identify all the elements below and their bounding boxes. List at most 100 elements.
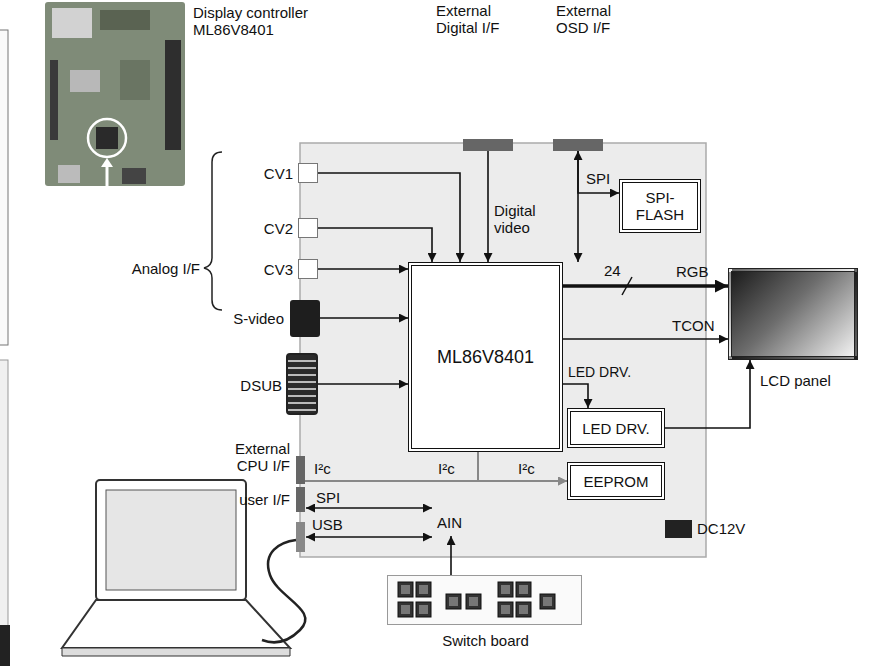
node-label: user I/F — [226, 491, 290, 508]
push-switch — [449, 597, 458, 606]
signal-name: I²c — [438, 460, 464, 477]
laptop-illustration — [62, 480, 305, 656]
board-photo — [45, 2, 185, 186]
signal-name: I²c — [314, 460, 340, 477]
signal-name: USB — [312, 516, 348, 533]
push-switch — [516, 582, 531, 597]
node-label: CV1 — [237, 165, 293, 182]
usb-connector — [296, 522, 305, 552]
usb-arrow — [306, 536, 432, 538]
signal-connector — [578, 151, 619, 193]
signal-connector — [318, 268, 408, 270]
dc-jack — [665, 520, 692, 538]
rca-jack: CV1 — [298, 163, 318, 183]
board-photo — [96, 127, 118, 149]
push-switch — [501, 585, 510, 594]
group-label: Analog I/F — [126, 260, 200, 277]
header-connector: External OSD I/F — [553, 139, 603, 151]
node-label: DSUB — [222, 377, 282, 394]
push-switch — [469, 597, 478, 606]
push-switch — [498, 582, 513, 597]
signal-connector — [320, 317, 408, 319]
push-switch — [419, 585, 428, 594]
cropped-panel — [0, 360, 8, 666]
laptop-illustration — [106, 490, 236, 590]
signal-connector — [665, 360, 750, 428]
node-label: External Digital I/F — [436, 2, 526, 36]
dsub-connector: DSUB — [286, 353, 318, 415]
user-spi-arrow — [306, 507, 432, 509]
push-switch — [446, 594, 461, 609]
header-connector: External CPU I/F — [296, 456, 305, 484]
signal-connector — [563, 384, 588, 408]
cropped-panel — [0, 30, 8, 345]
signal-connector — [563, 338, 728, 340]
push-switch — [401, 605, 410, 614]
push-switch — [519, 585, 528, 594]
driver-box: LED DRV. — [567, 408, 665, 448]
node-label: LCD panel — [760, 372, 860, 389]
board-photo — [100, 10, 150, 30]
edge-label: LED DRV. — [568, 364, 638, 381]
cropped-panel — [0, 30, 10, 666]
push-switch — [540, 594, 555, 609]
node-text: SPI- FLASH — [630, 189, 690, 223]
push-switch — [516, 602, 531, 617]
signal-connector — [563, 284, 728, 288]
board-photo — [122, 168, 146, 184]
push-switch — [398, 602, 413, 617]
ain-arrow — [450, 536, 452, 575]
board-photo — [88, 119, 126, 157]
push-switch — [501, 605, 510, 614]
signal-connector — [318, 228, 432, 262]
bus-width: 24 — [604, 262, 622, 279]
push-switch — [416, 582, 431, 597]
flash-box: SPI- FLASH — [619, 179, 701, 233]
laptop-illustration — [62, 600, 290, 648]
header-connector: External Digital I/F — [463, 139, 513, 151]
board-photo — [70, 70, 100, 92]
board-photo — [52, 8, 92, 38]
node-label: External OSD I/F — [556, 2, 644, 36]
s-video-jack: S-video — [290, 300, 320, 337]
signal-connector — [487, 151, 489, 262]
edge-label: RGB — [676, 263, 716, 280]
chip-box: ML86V8401 — [408, 262, 563, 452]
analog-brace — [204, 152, 222, 310]
board-photo — [120, 60, 150, 100]
push-switch — [398, 582, 413, 597]
push-switch — [519, 605, 528, 614]
part-caption: Display controller ML86V8401 — [193, 4, 328, 38]
switch-buttons — [388, 576, 581, 624]
push-switch — [466, 594, 481, 609]
signal-name: AIN — [437, 514, 471, 531]
board-photo — [50, 60, 58, 140]
rca-jack: CV3 — [298, 259, 318, 279]
signal-connector — [318, 383, 408, 385]
power-label: DC12V — [697, 520, 757, 537]
board-photo — [106, 164, 109, 186]
push-switch — [498, 602, 513, 617]
signal-connector — [318, 173, 460, 262]
cropped-panel — [0, 625, 10, 666]
edge-label: SPI — [586, 170, 616, 187]
push-switch — [401, 585, 410, 594]
header-connector: user I/F — [296, 487, 305, 512]
edge-label: TCON — [672, 317, 722, 334]
laptop-illustration — [262, 540, 305, 642]
push-switch — [543, 597, 552, 606]
board-photo — [58, 165, 80, 183]
board-photo — [101, 158, 113, 167]
signal-connector — [478, 452, 567, 481]
node-label: S-video — [220, 310, 284, 327]
board-photo — [165, 40, 181, 150]
signal-name: I²c — [518, 460, 544, 477]
laptop-illustration — [96, 480, 246, 600]
node-label: Switch board — [388, 632, 583, 649]
lcd-panel: LCD panel — [728, 268, 858, 360]
node-text: LED DRV. — [582, 420, 650, 437]
node-label: CV3 — [237, 261, 293, 278]
push-switch — [416, 602, 431, 617]
node-text: ML86V8401 — [437, 347, 534, 368]
